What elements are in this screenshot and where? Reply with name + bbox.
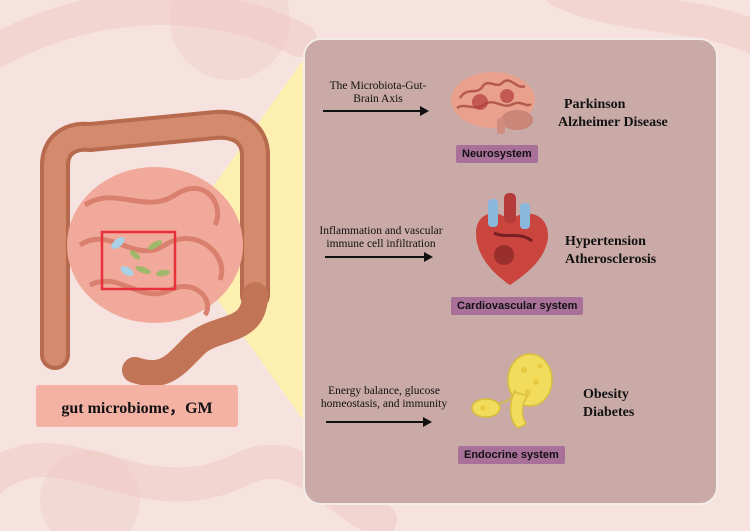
adipose-tissue-icon — [471, 353, 553, 429]
axis-label-endocrine: Energy balance, glucose homeostasis, and… — [320, 385, 448, 410]
diseases-endocrine: Obesity Diabetes — [583, 387, 635, 420]
axis-label-neuro: The Microbiota-Gut- Brain Axis — [329, 80, 427, 105]
axis-label-cardio: Inflammation and vascular immune cell in… — [319, 225, 443, 250]
diseases-neuro: Parkinson Alzheimer Disease — [558, 97, 668, 130]
gut-microbiome-label: gut microbiome，GM — [36, 385, 238, 427]
arrow-endocrine — [326, 417, 432, 427]
heart-icon — [476, 193, 548, 285]
system-badge-cardio: Cardiovascular system — [451, 297, 584, 315]
arrow-cardio — [325, 252, 433, 262]
system-badge-endocrine: Endocrine system — [458, 446, 565, 464]
microbiome-highlight-box — [100, 230, 177, 291]
diseases-cardio: Hypertension Atherosclerosis — [565, 234, 657, 267]
arrow-neuro — [323, 106, 429, 116]
system-badge-neuro: Neurosystem — [456, 145, 538, 163]
gut-illustration — [40, 109, 270, 385]
brain-icon — [451, 72, 535, 134]
